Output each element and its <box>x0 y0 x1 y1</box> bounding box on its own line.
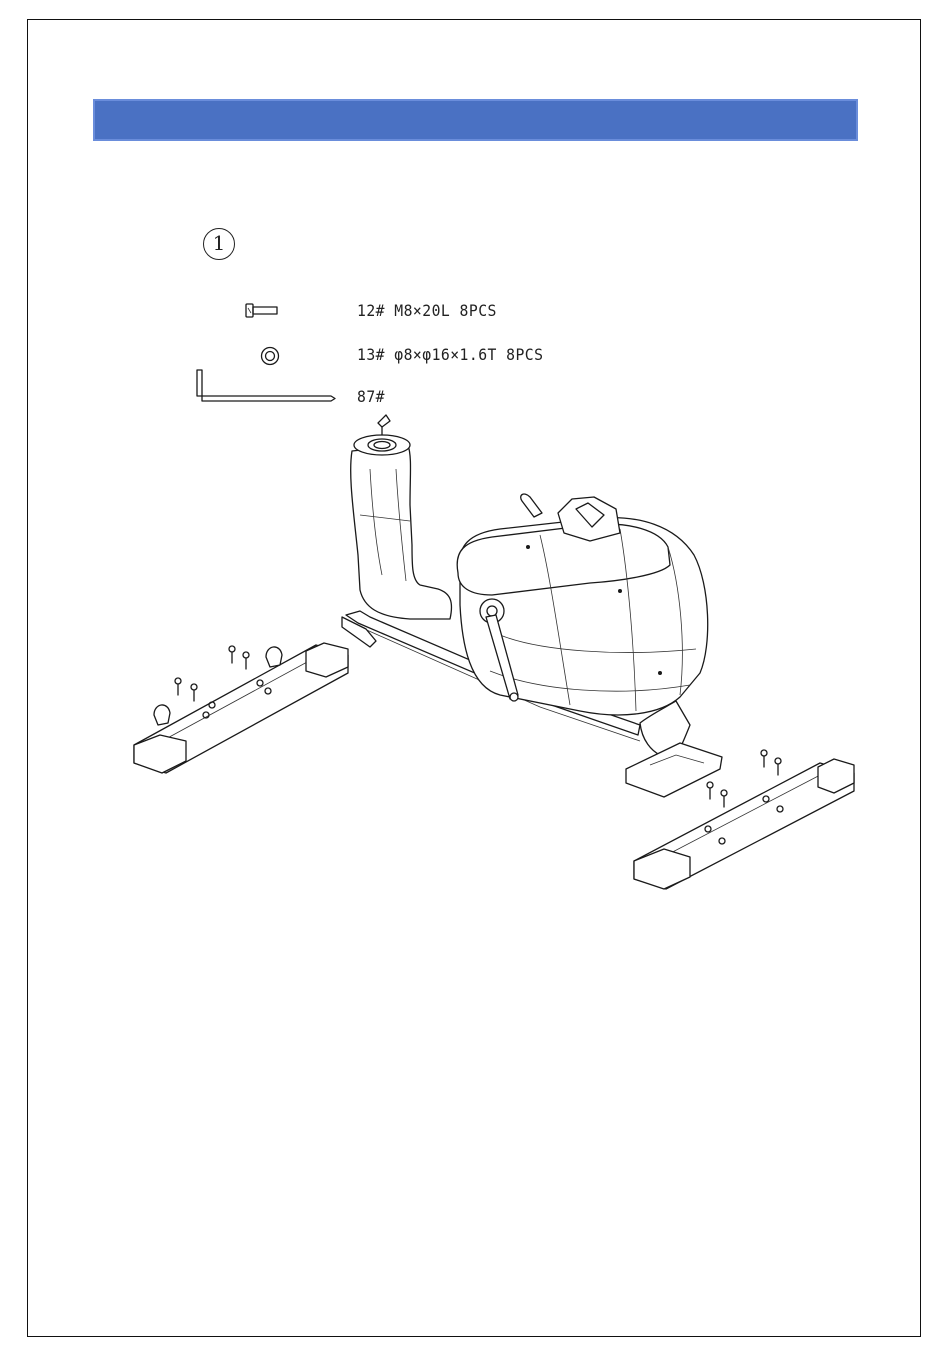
bolt-icon <box>242 302 282 320</box>
allen-key-icon <box>195 370 340 402</box>
parts-list-item-washer: 13# φ8×φ16×1.6T 8PCS <box>190 340 690 370</box>
bike-frame-assembly-illustration <box>120 405 870 905</box>
rear-stabilizer <box>134 643 348 773</box>
washer-icon <box>260 346 280 366</box>
part-label: 13# φ8×φ16×1.6T 8PCS <box>357 340 543 370</box>
frame-body <box>351 415 452 619</box>
header-bar <box>93 99 858 141</box>
parts-list-item-bolt: 12# M8×20L 8PCS <box>190 296 690 326</box>
part-label: 12# M8×20L 8PCS <box>357 296 497 326</box>
step-number: 1 <box>203 228 235 260</box>
